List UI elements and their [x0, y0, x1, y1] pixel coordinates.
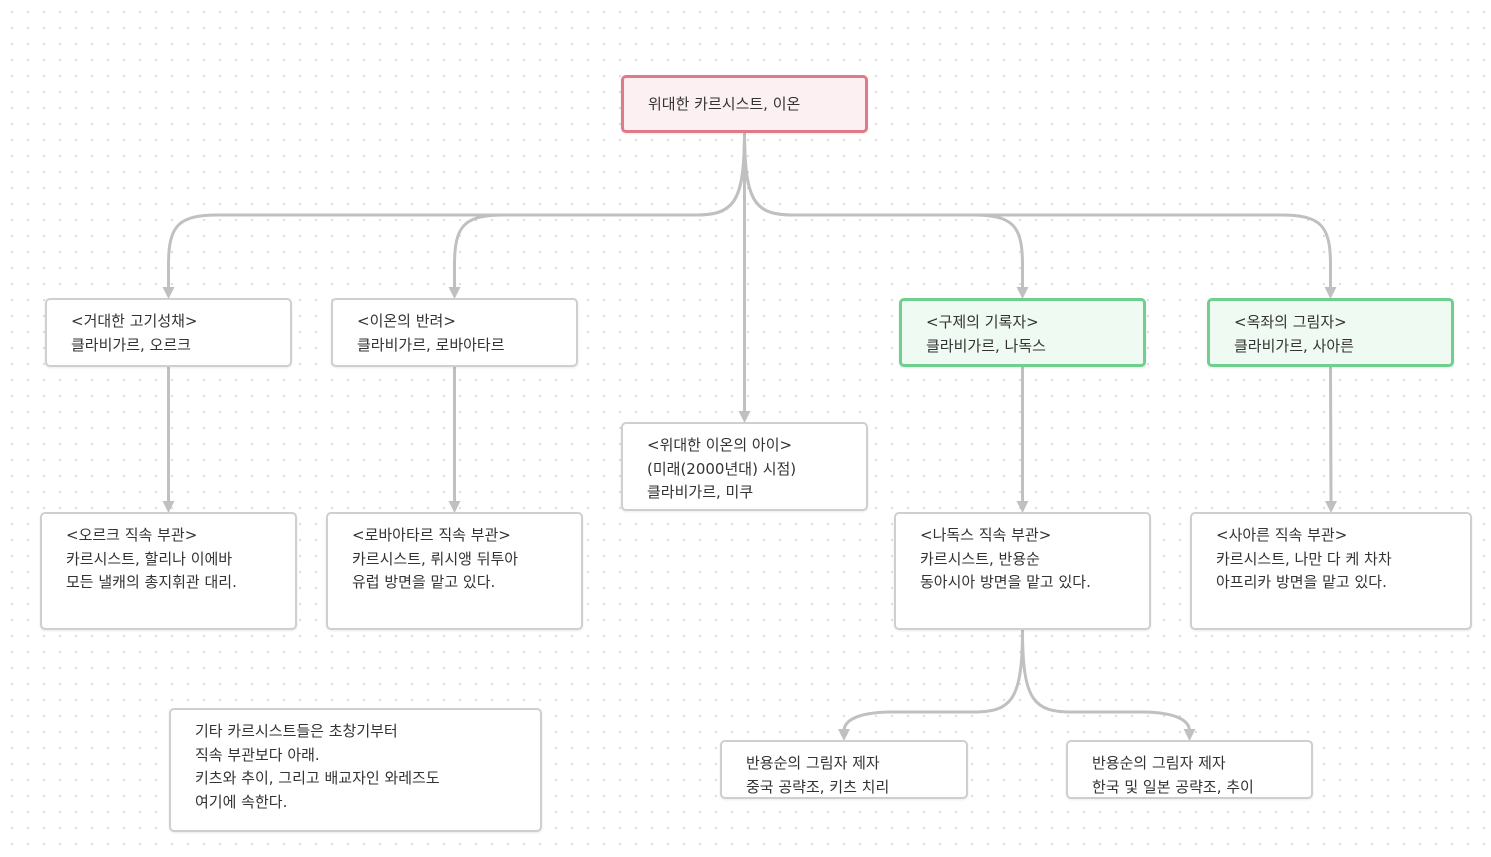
robaatar-vice-node[interactable]: <로바아타르 직속 부관> 카르시스트, 뤼시앵 뒤투아 유럽 방면을 맡고 있…: [326, 512, 583, 630]
robaatar-node[interactable]: <이온의 반려> 클라비가르, 로바아타르: [331, 298, 578, 367]
shadow-korea-node-line-1: 반용순의 그림자 제자: [1092, 754, 1226, 772]
edge-root-to-naddox: [743, 131, 1024, 291]
edge-naddox_vice-to-shadow_china: [842, 628, 1024, 733]
shadow-china-node[interactable]: 반용순의 그림자 제자 중국 공략조, 키츠 치리: [720, 740, 968, 799]
robaatar-vice-node-line-3: 유럽 방면을 맡고 있다.: [352, 573, 496, 591]
edge-group: [162, 131, 1337, 741]
sarn-node[interactable]: <옥좌의 그림자> 클라비가르, 사아른: [1207, 298, 1454, 367]
naddox-node-line-2: 클라비가르, 나독스: [926, 336, 1046, 355]
sarn-vice-node-line-1: <사아른 직속 부관>: [1216, 526, 1348, 544]
edge-sarn-to-sarn_vice: [1329, 365, 1333, 505]
arrowhead-robaatar: [448, 287, 461, 299]
note-box: 기타 카르시스트들은 초창기부터 직속 부관보다 아래. 키츠와 추이, 그리고…: [169, 708, 542, 832]
naddox-node-line-1: <구제의 기록자>: [926, 313, 1039, 331]
arrowhead-orc_vice: [162, 501, 175, 513]
naddox-vice-node-line-3: 동아시아 방면을 맡고 있다.: [920, 573, 1091, 591]
naddox-node[interactable]: <구제의 기록자> 클라비가르, 나독스: [899, 298, 1146, 367]
root-node[interactable]: 위대한 카르시스트, 이온: [621, 75, 868, 133]
orc-node[interactable]: <거대한 고기성채> 클라비가르, 오르크: [45, 298, 292, 367]
arrowhead-orc: [162, 287, 175, 299]
robaatar-vice-node-line-1: <로바아타르 직속 부관>: [352, 526, 511, 544]
miku-node-line-2: (미래(2000년대) 시점): [647, 459, 797, 478]
arrowhead-sarn: [1324, 287, 1337, 299]
orc-vice-node-line-2: 카르시스트, 할리나 이에바: [66, 549, 233, 568]
sarn-vice-node-line-3: 아프리카 방면을 맡고 있다.: [1216, 573, 1387, 591]
note-line-4: 여기에 속한다.: [195, 792, 288, 811]
sarn-node-line-1: <옥좌의 그림자>: [1234, 313, 1347, 331]
edge-root-to-sarn: [743, 131, 1332, 291]
root-node-line-1: 위대한 카르시스트, 이온: [648, 95, 801, 113]
arrowhead-shadow_korea: [1183, 729, 1196, 741]
robaatar-vice-node-line-2: 카르시스트, 뤼시앵 뒤투아: [352, 549, 519, 568]
arrowhead-sarn_vice: [1325, 501, 1337, 513]
orc-node-line-2: 클라비가르, 오르크: [71, 335, 191, 354]
note-line-3: 키츠와 추이, 그리고 배교자인 와레즈도: [195, 769, 440, 787]
orc-node-line-1: <거대한 고기성채>: [71, 312, 198, 330]
note-line-2: 직속 부관보다 아래.: [195, 745, 320, 764]
arrowhead-naddox: [1016, 287, 1029, 299]
orc-vice-node-line-1: <오르크 직속 부관>: [66, 526, 198, 544]
shadow-korea-node[interactable]: 반용순의 그림자 제자 한국 및 일본 공략조, 추이: [1066, 740, 1313, 799]
edge-naddox_vice-to-shadow_korea: [1021, 628, 1191, 733]
shadow-china-node-line-2: 중국 공략조, 키츠 치리: [746, 777, 890, 796]
arrowhead-robaatar_vice: [448, 501, 461, 513]
sarn-node-line-2: 클라비가르, 사아른: [1234, 336, 1354, 355]
shadow-china-node-line-1: 반용순의 그림자 제자: [746, 754, 880, 772]
robaatar-node-line-2: 클라비가르, 로바아타르: [357, 335, 505, 354]
naddox-vice-node-line-2: 카르시스트, 반용순: [920, 549, 1040, 568]
naddox-vice-node[interactable]: <나독스 직속 부관> 카르시스트, 반용순 동아시아 방면을 맡고 있다.: [894, 512, 1151, 630]
orc-vice-node[interactable]: <오르크 직속 부관> 카르시스트, 할리나 이에바 모든 낼캐의 총지휘관 대…: [40, 512, 297, 630]
edge-root-to-orc: [167, 131, 746, 291]
orc-vice-node-line-3: 모든 낼캐의 총지휘관 대리.: [66, 573, 237, 591]
note-line-1: 기타 카르시스트들은 초창기부터: [195, 722, 398, 740]
naddox-vice-node-line-1: <나독스 직속 부관>: [920, 526, 1052, 544]
miku-node-line-1: <위대한 이온의 아이>: [647, 436, 793, 454]
sarn-vice-node-line-2: 카르시스트, 나만 다 케 차차: [1216, 549, 1392, 568]
shadow-korea-node-line-2: 한국 및 일본 공략조, 추이: [1092, 777, 1254, 796]
miku-node-line-3: 클라비가르, 미쿠: [647, 483, 754, 501]
edge-root-to-robaatar: [453, 131, 746, 291]
miku-node[interactable]: <위대한 이온의 아이> (미래(2000년대) 시점) 클라비가르, 미쿠: [621, 422, 868, 511]
arrowhead-naddox_vice: [1016, 501, 1029, 513]
sarn-vice-node[interactable]: <사아른 직속 부관> 카르시스트, 나만 다 케 차차 아프리카 방면을 맡고…: [1190, 512, 1472, 630]
robaatar-node-line-1: <이온의 반려>: [357, 312, 456, 330]
arrowhead-shadow_china: [838, 729, 850, 741]
arrowhead-miku: [738, 411, 751, 423]
